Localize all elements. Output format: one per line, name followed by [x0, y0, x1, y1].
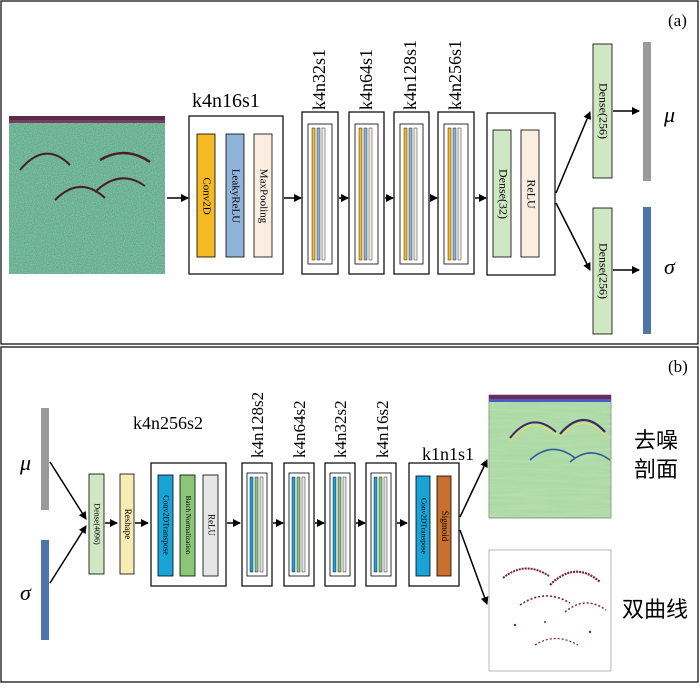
arrow-to-hyperbola: [459, 529, 489, 605]
decoder-block-5-label: k4n16s2: [373, 400, 392, 458]
decoder-final-label: k1n1s1: [422, 444, 474, 464]
decoder-block-2: k4n128s2: [241, 392, 273, 587]
mu-vector-bar: [643, 42, 651, 181]
conv2dtranspose-label: Conv2DTranspose: [162, 495, 171, 555]
encoder-block-1: k4n16s1 Conv2D LeakyReLU MaxPooling: [188, 90, 284, 275]
panel-a-label: (a): [668, 11, 687, 30]
denoised-profile-image: [488, 394, 612, 519]
mu-symbol: μ: [663, 102, 675, 127]
decoder-block-1: k4n256s2 Conv2DTranspose Batch Normaliza…: [133, 413, 227, 587]
conv2dtranspose-layer: [157, 474, 174, 577]
encoder-block-5: k4n256s1: [437, 40, 475, 275]
decoder-mu-symbol: μ: [19, 450, 31, 475]
batchnorm-label: Batch Normalization: [184, 496, 192, 555]
encoder-block-2-label: k4n32s1: [309, 49, 329, 110]
hyperbola-label: 双曲线: [622, 597, 688, 622]
reshape-label: Reshape: [123, 509, 133, 540]
batchnorm-layer: [179, 474, 196, 577]
encoder-block-2: k4n32s1: [301, 49, 339, 275]
decoder-sigma-bar: [41, 540, 49, 640]
denoised-label-line2: 剖面: [634, 457, 678, 482]
conv2d-label: Conv2D: [200, 177, 212, 214]
sigmoid-label: Sigmoid: [440, 511, 450, 542]
final-conv2dtranspose-layer: [415, 475, 431, 577]
encoder-block-4-label: k4n128s1: [400, 40, 420, 110]
decoder-block-2-label: k4n128s2: [248, 392, 267, 458]
decoder-block-4: k4n32s2: [324, 400, 356, 587]
input-radargram: [9, 116, 165, 274]
arrow-to-denoised: [459, 459, 488, 518]
decoder-block-3-label: k4n64s2: [290, 400, 309, 458]
maxpooling-label: MaxPooling: [257, 169, 269, 224]
relu-label: ReLU: [524, 179, 538, 209]
mu-dense-label: Dense(256): [596, 83, 610, 139]
dense4096-label: Dense(4096): [93, 503, 102, 545]
decoder-mu-bar: [41, 408, 49, 510]
sigmoid-layer: [436, 475, 452, 577]
arrow-mu-to-dense: [49, 461, 87, 520]
encoder-block-5-label: k4n256s1: [445, 40, 465, 110]
leakyrelu-label: LeakyReLU: [229, 169, 241, 223]
decoder-block-3: k4n64s2: [283, 400, 315, 587]
conv2d-layer: [196, 133, 216, 258]
mu-dense-layer: [592, 43, 613, 179]
dense32-label: Dense(32): [496, 169, 510, 219]
encoder-block-3: k4n64s1: [348, 49, 385, 275]
panel-b-label: (b): [668, 357, 688, 376]
decoder-relu-layer: [202, 474, 219, 577]
dense32-layer: [492, 129, 512, 258]
sigma-dense-label: Dense(256): [596, 243, 610, 299]
final-conv2dtranspose-label: Conv2DTranspose: [419, 498, 428, 555]
relu-layer: [520, 129, 540, 258]
reshape-layer: [119, 473, 135, 575]
hyperbola-image: [488, 549, 612, 672]
sigma-dense-layer: [592, 207, 613, 335]
dense4096-layer: [88, 473, 105, 575]
decoder-block-1-label: k4n256s2: [133, 413, 203, 433]
decoder-sigma-symbol: σ: [20, 580, 32, 605]
denoised-label-line1: 去噪: [634, 428, 678, 453]
dense-block: Dense(32) ReLU: [486, 112, 556, 276]
decoder-relu-label: ReLU: [206, 514, 216, 536]
leakyrelu-layer: [225, 133, 245, 258]
sigma-symbol: σ: [664, 254, 676, 279]
encoder-block-3-label: k4n64s1: [356, 49, 376, 110]
decoder-block-4-label: k4n32s2: [331, 400, 350, 458]
decoder-block-5: k4n16s2: [365, 400, 397, 587]
sigma-vector-bar: [643, 207, 651, 334]
decoder-final-block: k1n1s1 Conv2DTranspose Sigmoid: [408, 444, 474, 587]
arrow-to-sigma-dense: [555, 202, 591, 271]
arrow-to-mu-dense: [555, 111, 591, 194]
arrow-sigma-to-dense: [49, 525, 87, 584]
encoder-block-1-label: k4n16s1: [192, 90, 260, 112]
maxpooling-layer: [253, 133, 273, 258]
encoder-block-4: k4n128s1: [393, 40, 430, 275]
